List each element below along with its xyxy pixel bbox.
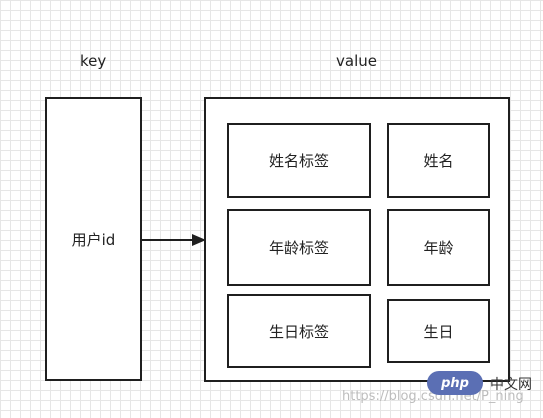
- key-box-label: 用户id: [71, 230, 116, 249]
- watermark-site-name: 中文网: [490, 377, 532, 393]
- watermark-url: https://blog.csdn.net/P_ning: [342, 389, 524, 404]
- age-field-label: 年龄: [423, 239, 454, 257]
- name-tag-label: 姓名标签: [268, 152, 329, 170]
- birthday-field-box: 生日: [387, 299, 490, 363]
- key-header: key: [80, 52, 107, 70]
- birthday-tag-box: 生日标签: [227, 294, 371, 368]
- value-header: value: [336, 52, 377, 70]
- name-tag-box: 姓名标签: [227, 123, 371, 198]
- key-box: 用户id: [45, 97, 142, 381]
- name-field-box: 姓名: [387, 123, 490, 198]
- arrow-icon: [142, 234, 206, 246]
- php-logo: php: [427, 371, 483, 395]
- birthday-field-label: 生日: [423, 322, 454, 341]
- birthday-tag-label: 生日标签: [268, 322, 329, 341]
- age-tag-label: 年龄标签: [268, 239, 329, 257]
- age-field-box: 年龄: [387, 209, 490, 286]
- age-tag-box: 年龄标签: [227, 209, 371, 286]
- name-field-label: 姓名: [423, 152, 454, 170]
